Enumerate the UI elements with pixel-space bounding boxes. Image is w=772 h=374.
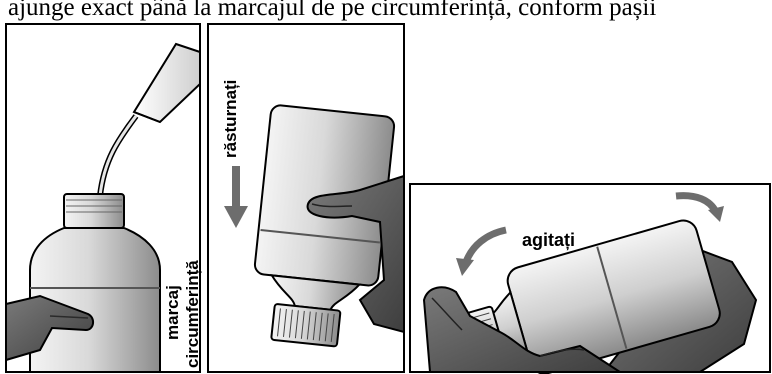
panel-shake: agitați [410,184,770,374]
label-circumference-mark-line2: circumferință [183,260,202,368]
panel-invert: răsturnați [208,24,404,372]
label-invert: răsturnați [221,80,240,158]
label-circumference-mark-line1: marcaj [163,285,182,340]
panel-fill: marcaj circumferință [6,24,202,372]
label-shake: agitați [522,230,575,250]
